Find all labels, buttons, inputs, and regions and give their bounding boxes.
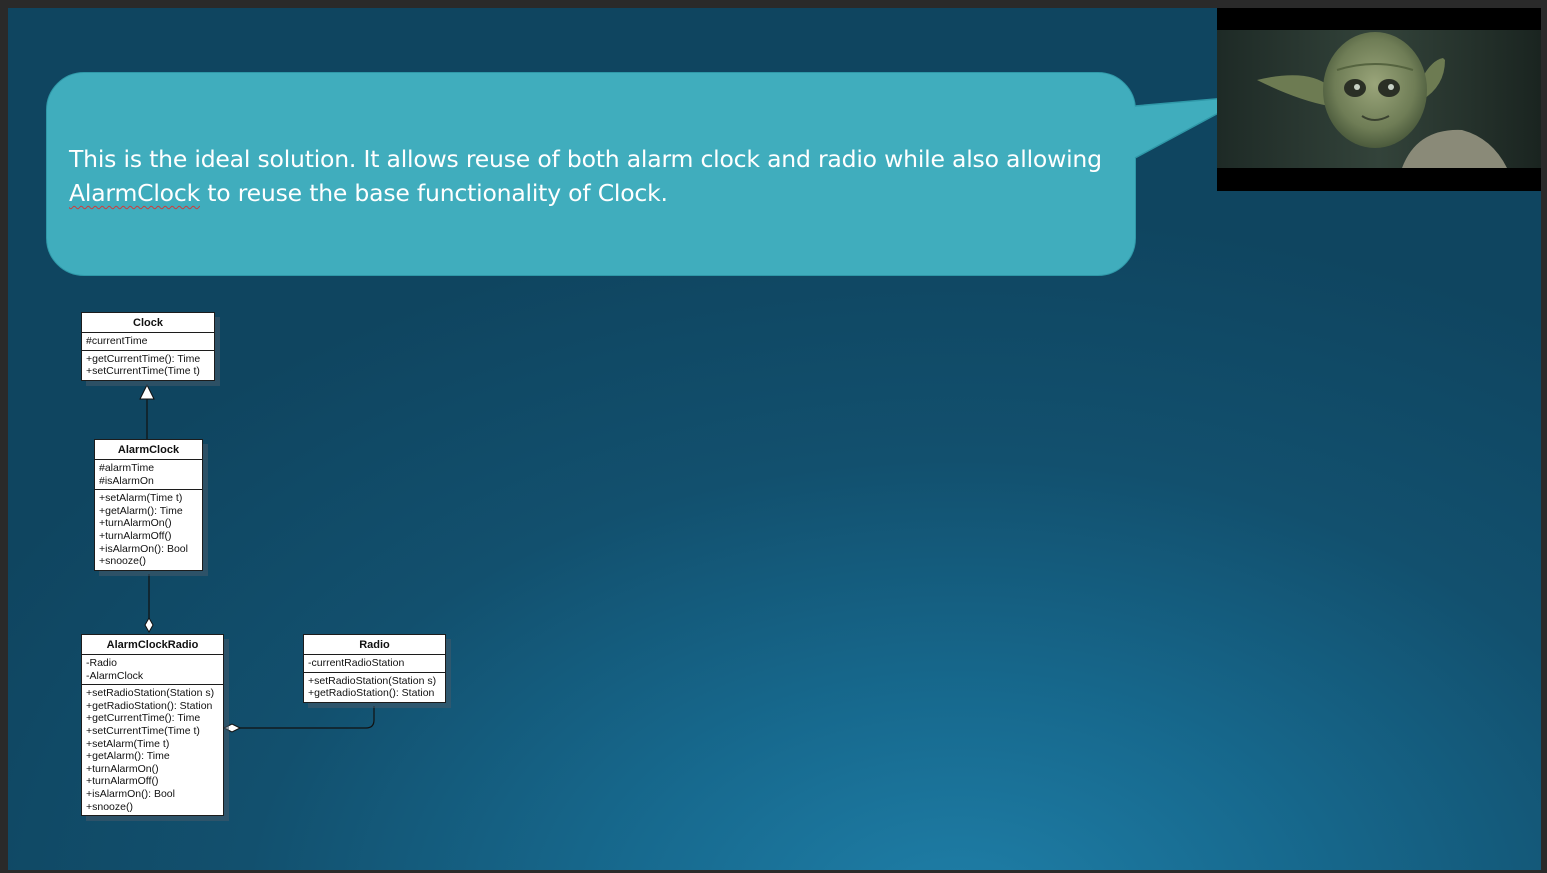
aggregation-line-radio: [239, 706, 375, 729]
method: +turnAlarmOff(): [86, 775, 159, 788]
method: +turnAlarmOn(): [86, 762, 159, 775]
class-name: Clock: [82, 313, 214, 333]
class-attributes: -currentRadioStation: [304, 655, 445, 672]
class-name: AlarmClockRadio: [82, 635, 223, 655]
method: +turnAlarmOff(): [99, 529, 172, 542]
class-name: Radio: [304, 635, 445, 655]
uml-class-alarmclock: AlarmClock #alarmTime #isAlarmOn +setAla…: [94, 439, 203, 571]
aggregation-diamond-radio: [222, 723, 242, 733]
callout-text: This is the ideal solution. It allows re…: [69, 142, 1129, 210]
aggregation-diamond-alarmclock: [144, 616, 154, 634]
method: +getRadioStation(): Station: [308, 687, 435, 700]
callout-line-2: to reuse the base functionality of Clock…: [200, 179, 668, 207]
attribute: -Radio: [86, 657, 117, 669]
class-methods: +setRadioStation(Station s) +getRadioSta…: [82, 684, 223, 815]
method: +setCurrentTime(Time t): [86, 365, 200, 378]
class-methods: +setRadioStation(Station s) +getRadioSta…: [304, 671, 445, 702]
slide: This is the ideal solution. It allows re…: [8, 8, 1541, 870]
method: +getCurrentTime(): Time: [86, 352, 201, 365]
method: +setRadioStation(Station s): [308, 674, 437, 687]
method: +snooze(): [86, 800, 133, 813]
inheritance-arrowhead: [139, 383, 155, 400]
uml-class-radio: Radio -currentRadioStation +setRadioStat…: [303, 634, 446, 703]
method: +turnAlarmOn(): [99, 517, 172, 530]
callout-line-1: This is the ideal solution. It allows re…: [69, 145, 1102, 173]
speech-bubble: [46, 72, 1136, 276]
yoda-photo: [1217, 8, 1541, 191]
method: +getAlarm(): Time: [86, 750, 170, 763]
method: +isAlarmOn(): Bool: [86, 787, 175, 800]
method: +isAlarmOn(): Bool: [99, 542, 188, 555]
method: +setRadioStation(Station s): [86, 687, 215, 700]
method: +getAlarm(): Time: [99, 504, 183, 517]
method: +setAlarm(Time t): [99, 492, 183, 505]
method: +getCurrentTime(): Time: [86, 712, 201, 725]
callout-alarmclock-word: AlarmClock: [69, 179, 200, 207]
attribute: #alarmTime: [99, 462, 155, 474]
attribute: #currentTime: [86, 335, 148, 347]
uml-class-alarmclockradio: AlarmClockRadio -Radio -AlarmClock +setR…: [81, 634, 224, 817]
uml-connectors: [139, 383, 375, 733]
method: +getRadioStation(): Station: [86, 699, 213, 712]
attribute: #isAlarmOn: [99, 474, 154, 487]
class-name: AlarmClock: [95, 440, 202, 460]
class-attributes: #currentTime: [82, 333, 214, 350]
class-attributes: #alarmTime #isAlarmOn: [95, 460, 202, 489]
class-methods: +setAlarm(Time t) +getAlarm(): Time +tur…: [95, 489, 202, 570]
class-methods: +getCurrentTime(): Time +setCurrentTime(…: [82, 349, 214, 380]
method: +setCurrentTime(Time t): [86, 724, 200, 737]
uml-class-clock: Clock #currentTime +getCurrentTime(): Ti…: [81, 312, 215, 381]
attribute: -AlarmClock: [86, 669, 144, 682]
class-attributes: -Radio -AlarmClock: [82, 655, 223, 684]
method: +setAlarm(Time t): [86, 737, 170, 750]
attribute: -currentRadioStation: [308, 657, 405, 669]
method: +snooze(): [99, 555, 146, 568]
